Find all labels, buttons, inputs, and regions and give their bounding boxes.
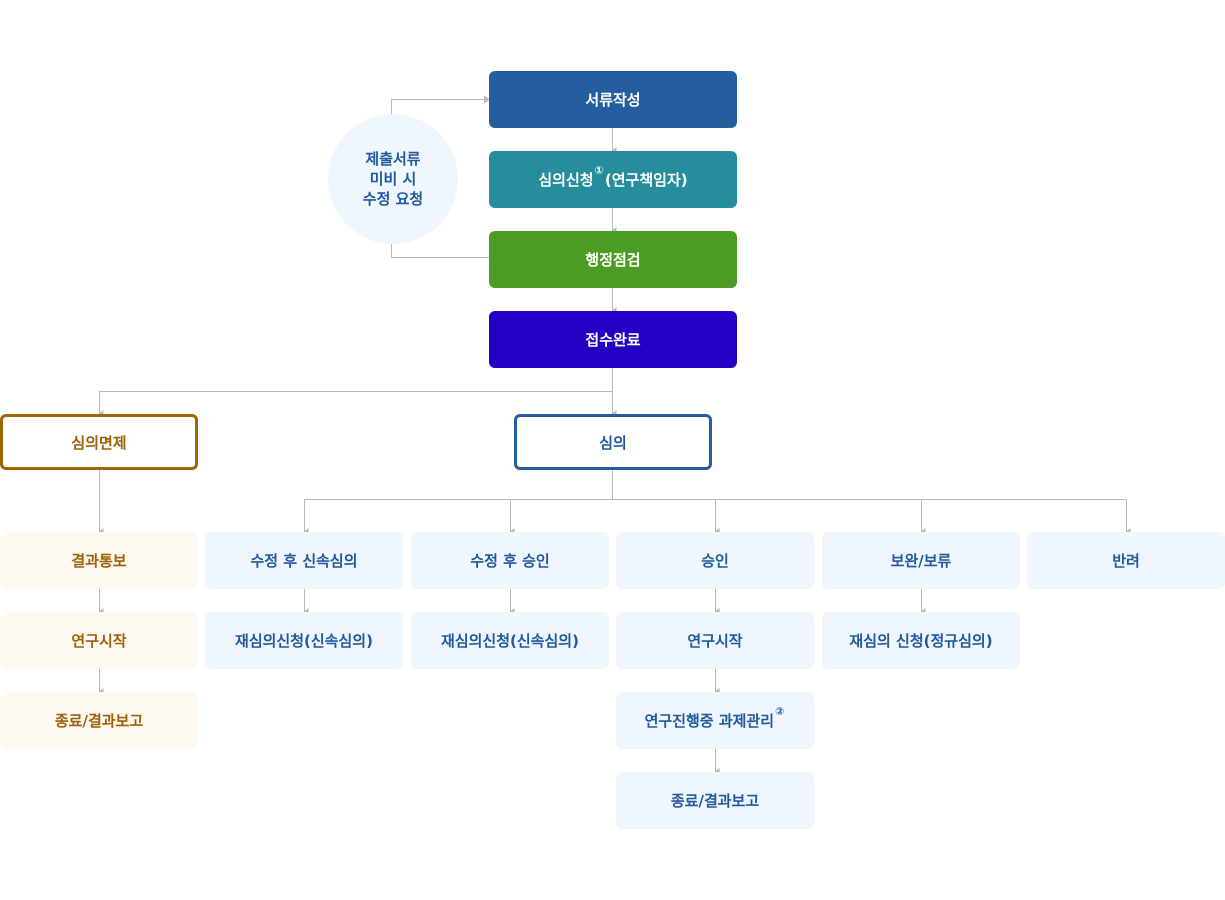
receipt-complete-label: 접수완료 xyxy=(585,331,641,349)
document-prep-box: 서류작성 xyxy=(489,71,737,128)
exempt-notify-box: 결과통보 xyxy=(0,532,198,589)
revise-approve-label: 수정 후 승인 xyxy=(470,552,550,570)
approve-end-label: 종료/결과보고 xyxy=(670,792,760,810)
approve-manage-mark: ② xyxy=(775,705,785,718)
review-label: 심의 xyxy=(599,433,627,452)
approve-box: 승인 xyxy=(616,532,814,589)
review-request-label: 심의신청 xyxy=(538,171,594,189)
review-box: 심의 xyxy=(514,414,712,470)
hold-next-box: 재심의 신청(정규심의) xyxy=(822,612,1020,669)
revise-approve-next-box: 재심의신청(신속심의) xyxy=(411,612,609,669)
approve-label: 승인 xyxy=(701,552,729,570)
exempt-box: 심의면제 xyxy=(0,414,198,470)
exempt-end-label: 종료/결과보고 xyxy=(54,712,144,730)
approve-start-box: 연구시작 xyxy=(616,612,814,669)
hold-next-label: 재심의 신청(정규심의) xyxy=(849,632,993,650)
exempt-start-box: 연구시작 xyxy=(0,612,198,669)
revise-approve-next-label: 재심의신청(신속심의) xyxy=(441,632,579,650)
reject-box: 반려 xyxy=(1027,532,1225,589)
revise-continue-label: 수정 후 신속심의 xyxy=(250,552,358,570)
revise-continue-next-box: 재심의신청(신속심의) xyxy=(205,612,403,669)
document-prep-label: 서류작성 xyxy=(585,91,641,109)
exempt-end-box: 종료/결과보고 xyxy=(0,692,198,749)
feedback-circle: 제출서류 미비 시 수정 요청 xyxy=(328,114,458,244)
revise-continue-box: 수정 후 신속심의 xyxy=(205,532,403,589)
exempt-label: 심의면제 xyxy=(71,433,127,452)
admin-check-box: 행정점검 xyxy=(489,231,737,288)
reject-label: 반려 xyxy=(1112,552,1140,570)
feedback-line-2: 미비 시 xyxy=(369,170,417,188)
approve-end-box: 종료/결과보고 xyxy=(616,772,814,829)
feedback-line-3: 수정 요청 xyxy=(362,190,424,208)
hold-label: 보완/보류 xyxy=(890,552,952,570)
hold-box: 보완/보류 xyxy=(822,532,1020,589)
approve-manage-label: 연구진행중 과제관리 xyxy=(644,712,775,730)
exempt-notify-label: 결과통보 xyxy=(71,552,127,570)
review-request-suffix: (연구책임자) xyxy=(604,171,688,189)
revise-continue-next-label: 재심의신청(신속심의) xyxy=(235,632,373,650)
review-request-mark: ① xyxy=(594,164,604,177)
approve-start-label: 연구시작 xyxy=(687,632,743,650)
exempt-start-label: 연구시작 xyxy=(71,632,127,650)
connector-receipt-to-exempt xyxy=(98,391,613,418)
receipt-complete-box: 접수완료 xyxy=(489,311,737,368)
admin-check-label: 행정점검 xyxy=(585,251,641,269)
revise-approve-box: 수정 후 승인 xyxy=(411,532,609,589)
feedback-line-1: 제출서류 xyxy=(365,150,421,168)
